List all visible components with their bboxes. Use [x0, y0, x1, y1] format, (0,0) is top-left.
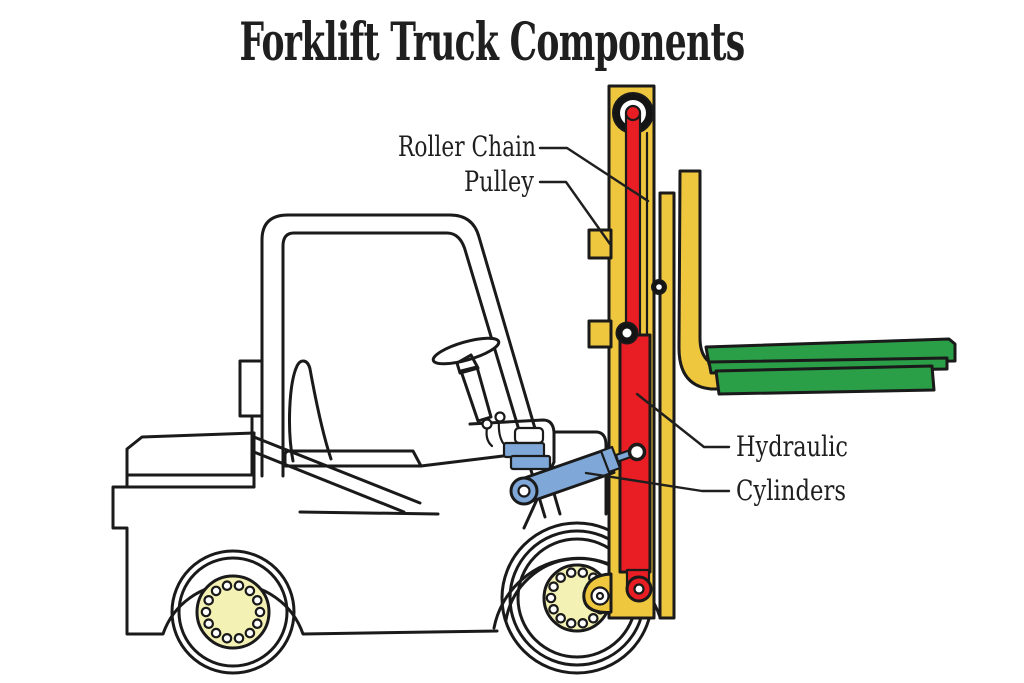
- operator-seat: [283, 359, 505, 468]
- rear-wheel: [170, 549, 296, 675]
- leader-pulley: [538, 180, 612, 246]
- valve-body: [513, 426, 545, 445]
- lift-cylinder-eye-pin: [633, 583, 645, 595]
- leader-roller-chain: [538, 146, 650, 203]
- cab-floor: [298, 510, 440, 516]
- lever-stem-2: [497, 419, 505, 445]
- diagram-title: Forklift Truck Components: [240, 12, 745, 73]
- hood-edge-2: [252, 450, 406, 514]
- control-levers: [481, 411, 552, 471]
- label-cylinders: Cylinders: [736, 474, 846, 507]
- tilt-cylinder: [509, 442, 647, 506]
- cab-post-box: [238, 359, 264, 418]
- front-plate: [552, 430, 608, 516]
- pulley-hub: [624, 104, 642, 122]
- steering-wheel: [431, 336, 501, 366]
- leader-hydraulic: [635, 392, 731, 449]
- load-slab-bottom: [714, 364, 936, 396]
- axle-bracket-pin: [595, 591, 605, 601]
- seat-platform: [419, 454, 505, 468]
- roller-chain-run: [624, 111, 642, 340]
- rear-hub-bolts: [200, 580, 266, 644]
- tilt-cylinder-collar: [599, 445, 622, 474]
- fork-load: [704, 337, 957, 396]
- mast-roller-upper-pin: [622, 328, 632, 338]
- label-pulley: Pulley: [464, 165, 534, 198]
- inner-mast-rail: [658, 191, 676, 620]
- leader-lines: [538, 146, 731, 493]
- tilt-base-pin: [517, 484, 531, 498]
- steering-hub: [455, 353, 480, 375]
- lever-stem-1: [485, 426, 494, 448]
- steering-assembly: [431, 336, 501, 423]
- rear-tire-inner: [177, 556, 289, 668]
- roller-tab: [587, 319, 613, 349]
- seat-cushion: [283, 449, 423, 468]
- rear-tire-outer: [170, 549, 296, 675]
- tilt-rod-eye: [627, 442, 647, 462]
- hood-edge-1: [252, 435, 422, 505]
- lever-knob-1: [481, 418, 493, 430]
- chain-anchor-tab: [587, 228, 613, 260]
- carriage-roller-pin: [656, 284, 662, 290]
- cab-frame-outer: [260, 213, 562, 516]
- label-hydraulic: Hydraulic: [736, 430, 848, 463]
- leader-cylinders: [584, 471, 731, 493]
- valve-block-2: [509, 454, 552, 471]
- lever-knob-2: [494, 411, 506, 423]
- label-roller-chain: Roller Chain: [398, 130, 536, 163]
- steering-column: [459, 365, 493, 423]
- seat-backrest: [288, 359, 333, 463]
- cab-frame-inner: [281, 231, 547, 519]
- axle-bracket-eye: [590, 586, 610, 606]
